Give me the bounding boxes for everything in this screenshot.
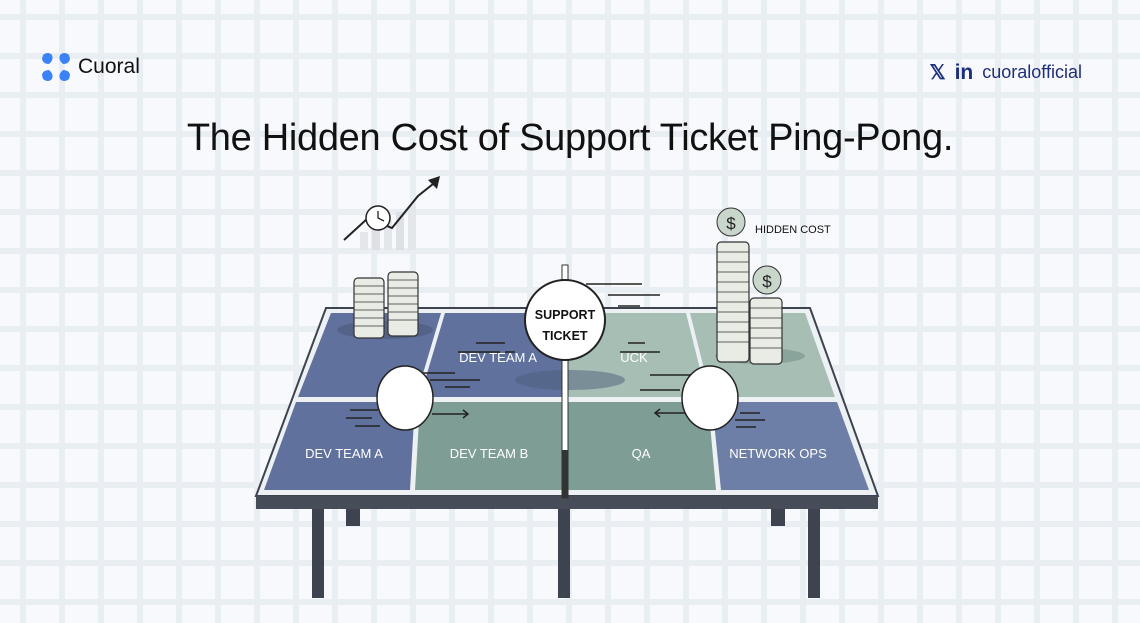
social-links: 𝕏 in cuoralofficial [929,60,1082,85]
x-icon[interactable]: 𝕏 [929,62,946,84]
zone-label: DEV TEAM A [305,446,383,461]
zone-dev-team-a [264,402,415,490]
svg-text:SUPPORT: SUPPORT [535,308,596,322]
brand-logo: Cuoral [40,51,140,83]
zone-label: DEV TEAM B [450,446,529,461]
ping-pong-ball [376,365,434,431]
linkedin-icon[interactable]: in [954,60,974,84]
svg-text:$: $ [726,214,736,233]
social-handle: cuoralofficial [982,62,1082,82]
zone-label: UCK [620,350,648,365]
dollar-coin-icon: $ [716,207,746,237]
hidden-cost-label: HIDDEN COST [755,224,831,236]
ping-pong-ball [681,365,739,431]
cuoral-logo-icon [42,53,70,81]
svg-text:$: $ [762,272,772,291]
zone-dev-team-b [415,402,562,490]
zone-label: DEV TEAM A [459,350,537,365]
zone-qa [568,402,716,490]
motion-lines [346,283,765,428]
zone-label: NETWORK OPS [729,446,827,461]
zone-network-ops [712,402,869,490]
support-ticket-ball: SUPPORT TICKET [524,279,606,361]
svg-text:TICKET: TICKET [542,329,588,343]
table-edge [256,496,878,509]
table-legs [312,508,820,598]
rising-cost-clock-icon [343,176,440,250]
dollar-coin-icon: $ [752,265,782,295]
zone-label: QA [632,446,651,461]
brand-name: Cuoral [78,55,140,78]
page-title: The Hidden Cost of Support Ticket Ping-P… [186,117,954,159]
